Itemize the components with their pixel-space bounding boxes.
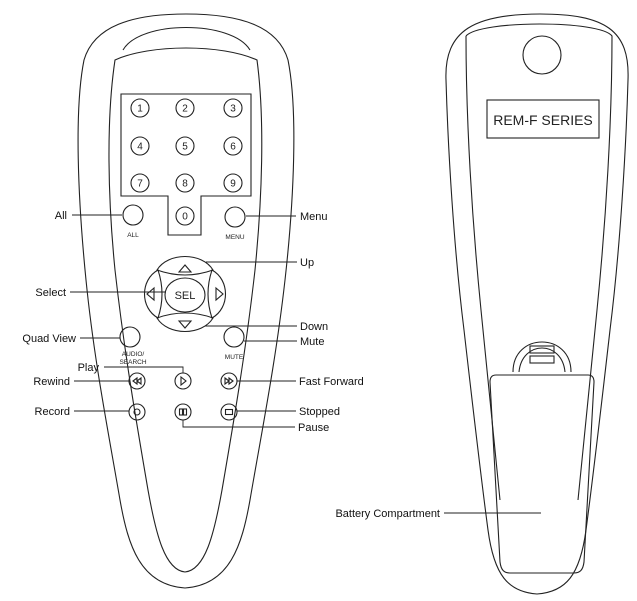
record-button[interactable] <box>128 403 146 421</box>
callout-rewind: Rewind <box>33 376 70 388</box>
series-label-box <box>486 99 600 139</box>
back-remote: REM-F SERIES <box>445 13 629 595</box>
select-button[interactable]: SEL <box>164 277 206 313</box>
direction-pad: SEL <box>144 256 226 332</box>
digit-button-7[interactable]: 7 <box>130 173 150 193</box>
rewind-icon <box>132 376 142 386</box>
front-remote-body <box>77 13 295 589</box>
digit-label: 3 <box>230 104 236 115</box>
digit-label: 8 <box>182 179 188 190</box>
callout-up: Up <box>300 257 314 269</box>
latch-notch-top <box>529 345 555 354</box>
stop-icon <box>224 408 234 416</box>
play-button[interactable] <box>174 372 192 390</box>
rewind-button[interactable] <box>128 372 146 390</box>
right-arrow-icon <box>215 286 224 302</box>
number-pad-frame <box>120 93 252 236</box>
down-arrow-icon <box>177 320 193 329</box>
digit-button-3[interactable]: 3 <box>223 98 243 118</box>
callout-battery: Battery Compartment <box>335 508 440 520</box>
left-button[interactable] <box>144 269 163 319</box>
pause-button[interactable] <box>174 403 192 421</box>
callout-leaders <box>70 214 541 514</box>
up-arrow-icon <box>177 264 193 273</box>
digit-label: 5 <box>182 142 188 153</box>
digit-button-5[interactable]: 5 <box>175 136 195 156</box>
digit-label: 4 <box>137 142 143 153</box>
leader-pause <box>182 420 295 428</box>
battery-compartment <box>489 341 595 574</box>
right-button[interactable] <box>207 269 226 319</box>
callout-labels: All Menu Up Select Down Quad View Mute P… <box>22 210 440 520</box>
callout-fast-forward: Fast Forward <box>299 376 364 388</box>
front-remote-top-cap <box>122 27 251 51</box>
battery-cover <box>489 374 595 574</box>
digit-button-2[interactable]: 2 <box>175 98 195 118</box>
pause-icon-right <box>182 408 188 416</box>
leader-play <box>104 366 184 373</box>
callout-pause: Pause <box>298 422 329 434</box>
menu-button[interactable]: MENU <box>224 206 246 241</box>
callout-play: Play <box>78 362 100 374</box>
digit-button-6[interactable]: 6 <box>223 136 243 156</box>
play-icon <box>180 375 187 387</box>
all-button[interactable]: ALL <box>122 204 144 239</box>
battery-latch-inner <box>512 341 572 373</box>
front-remote-inner-panel <box>108 47 263 573</box>
digit-label: 7 <box>137 179 143 190</box>
left-arrow-icon <box>146 286 155 302</box>
digit-button-4[interactable]: 4 <box>130 136 150 156</box>
fast-forward-button[interactable] <box>220 372 238 390</box>
callout-record: Record <box>35 406 70 418</box>
callout-select: Select <box>35 287 66 299</box>
audio-label-line2: SEARCH <box>119 359 146 366</box>
digit-button-8[interactable]: 8 <box>175 173 195 193</box>
fast-forward-icon <box>224 376 234 386</box>
callout-all: All <box>55 210 67 222</box>
audio-label-line1: AUDIO/ <box>122 351 145 358</box>
back-remote-body <box>445 13 629 595</box>
pause-icon-left <box>178 408 184 416</box>
select-button-label: SEL <box>175 290 196 302</box>
digit-button-9[interactable]: 9 <box>223 173 243 193</box>
back-remote-inner-outline <box>465 23 613 501</box>
record-icon <box>133 408 141 416</box>
digit-label: 6 <box>230 142 236 153</box>
number-pad: 1 2 3 4 5 6 7 8 9 0 <box>130 98 243 226</box>
digit-label: 2 <box>182 104 188 115</box>
all-button-label: ALL <box>127 232 139 239</box>
callout-down: Down <box>300 321 328 333</box>
callout-stopped: Stopped <box>299 406 340 418</box>
strap-hole <box>522 35 562 75</box>
audio-search-button[interactable]: AUDIO/ SEARCH <box>119 326 147 366</box>
battery-latch <box>518 347 566 373</box>
digit-label: 0 <box>182 212 188 223</box>
digit-label: 9 <box>230 179 236 190</box>
callout-mute: Mute <box>300 336 324 348</box>
digit-label: 1 <box>137 104 143 115</box>
menu-button-label: MENU <box>225 234 244 241</box>
callout-menu: Menu <box>300 211 328 223</box>
mute-button-label: MUTE <box>225 354 244 361</box>
back-remote-inner-outline-left <box>465 35 501 501</box>
series-label: REM-F SERIES <box>493 112 593 128</box>
latch-notch-bottom <box>529 355 555 364</box>
stop-button[interactable] <box>220 403 238 421</box>
digit-button-0[interactable]: 0 <box>175 206 195 226</box>
callout-quad-view: Quad View <box>22 333 76 345</box>
front-remote: 1 2 3 4 5 6 7 8 9 0 ALL MENU <box>77 13 295 589</box>
digit-button-1[interactable]: 1 <box>130 98 150 118</box>
mute-button[interactable]: MUTE <box>223 326 245 361</box>
